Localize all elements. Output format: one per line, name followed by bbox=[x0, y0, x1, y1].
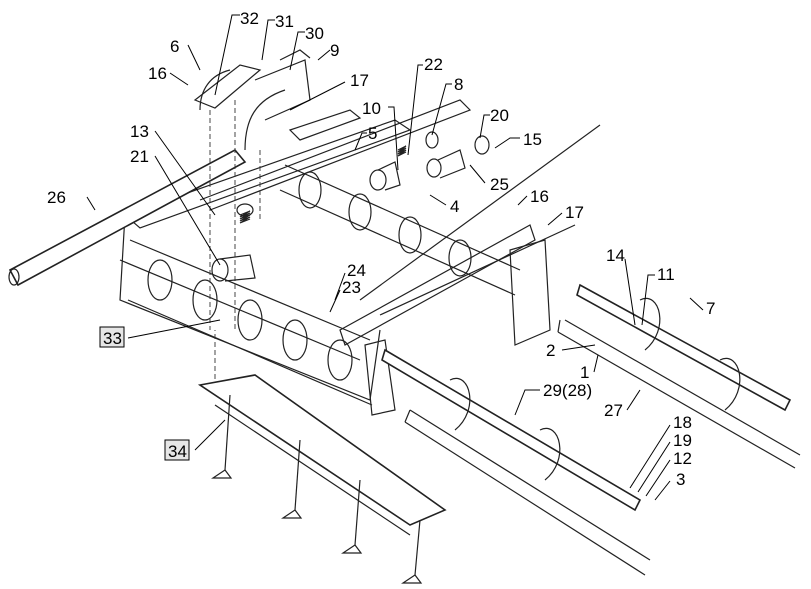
main-frame bbox=[119, 99, 601, 416]
leader-lines bbox=[86, 14, 704, 501]
callout-17: 17 bbox=[350, 71, 369, 90]
spring-assembly bbox=[211, 131, 490, 282]
drawbar bbox=[8, 148, 247, 287]
callout-29-28: 29(28) bbox=[543, 381, 592, 400]
callout-33: 33 bbox=[103, 329, 122, 348]
callout-20: 20 bbox=[490, 106, 509, 125]
callout-1: 1 bbox=[580, 363, 589, 382]
callout-23: 23 bbox=[342, 278, 361, 297]
callout-7: 7 bbox=[706, 299, 715, 318]
callout-14: 14 bbox=[606, 246, 625, 265]
tine-bars bbox=[381, 283, 801, 576]
callout-22: 22 bbox=[424, 55, 443, 74]
callout-15: 15 bbox=[523, 130, 542, 149]
callout-3: 3 bbox=[676, 470, 685, 489]
callout-26: 26 bbox=[47, 188, 66, 207]
callout-4: 4 bbox=[450, 197, 459, 216]
callout-19: 19 bbox=[673, 431, 692, 450]
rollers bbox=[119, 164, 521, 406]
callout-2: 2 bbox=[546, 341, 555, 360]
callout-32: 32 bbox=[240, 9, 259, 28]
callout-8: 8 bbox=[454, 75, 463, 94]
callout-5: 5 bbox=[368, 124, 377, 143]
callout-13: 13 bbox=[130, 122, 149, 141]
callout-34: 34 bbox=[168, 442, 187, 461]
front-cultivator bbox=[197, 374, 447, 584]
callout-box-34 bbox=[164, 439, 190, 461]
adjuster-bracket bbox=[193, 49, 311, 395]
callout-10: 10 bbox=[362, 99, 381, 118]
callout-18: 18 bbox=[673, 413, 692, 432]
callout-30: 30 bbox=[305, 24, 324, 43]
callout-16: 16 bbox=[148, 64, 167, 83]
callout-24: 24 bbox=[347, 261, 366, 280]
callout-21: 21 bbox=[130, 147, 149, 166]
callout-11: 11 bbox=[657, 265, 675, 284]
callout-16-b: 16 bbox=[530, 187, 549, 206]
callout-27: 27 bbox=[604, 401, 623, 420]
callout-31: 31 bbox=[275, 12, 294, 31]
callout-12: 12 bbox=[673, 449, 692, 468]
callout-9: 9 bbox=[330, 41, 339, 60]
callout-17-b: 17 bbox=[565, 203, 584, 222]
callout-25: 25 bbox=[490, 175, 509, 194]
part-labels: 32 31 30 9 6 16 17 22 8 10 20 15 13 21 5… bbox=[47, 9, 715, 489]
callout-6: 6 bbox=[170, 37, 179, 56]
callout-box-33 bbox=[99, 326, 125, 348]
